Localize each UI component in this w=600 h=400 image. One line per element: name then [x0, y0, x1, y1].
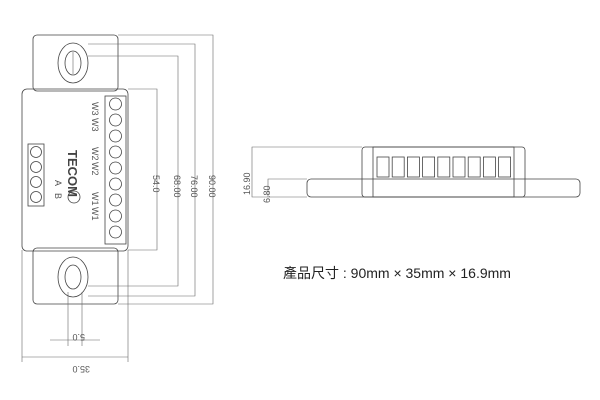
product-dimensions-caption: 產品尺寸 : 90mm × 35mm × 16.9mm [283, 265, 511, 281]
side-dimensions: 16.90 6.80 [242, 146, 362, 203]
bottom-mounting-hole [57, 256, 89, 298]
side-body [361, 146, 526, 198]
svg-text:W3: W3 [90, 118, 100, 132]
side-view: 16.90 6.80 [242, 146, 581, 203]
terminal-screw [109, 225, 122, 239]
terminal-screw [109, 129, 122, 143]
terminal-screw [109, 177, 122, 191]
top-mounting-tab [32, 34, 119, 92]
side-terminal [437, 156, 451, 178]
svg-text:A: A [53, 180, 63, 186]
svg-text:W2: W2 [90, 147, 100, 161]
svg-text:35.0: 35.0 [72, 364, 90, 374]
terminal-screw [109, 161, 122, 175]
svg-text:W1: W1 [90, 207, 100, 221]
terminal-block-side [27, 143, 45, 207]
terminal-screw [109, 113, 122, 127]
front-view: W3 W3 W2 W2 W1 W1 A B TECOM 54.0 68.00 7… [21, 34, 217, 374]
terminal-labels: W3 W3 W2 W2 W1 W1 A B [53, 102, 100, 221]
side-terminal [467, 156, 481, 178]
terminal-block-main [104, 95, 127, 245]
svg-text:W2: W2 [90, 162, 100, 176]
bottom-mounting-tab [32, 247, 119, 305]
side-terminal [498, 156, 512, 178]
side-terminal [391, 156, 405, 178]
side-terminal [452, 156, 466, 178]
side-terminal [376, 156, 390, 178]
svg-text:90.00: 90.00 [207, 175, 217, 198]
svg-text:W1: W1 [90, 192, 100, 206]
terminal-screw [30, 191, 42, 203]
svg-text:B: B [53, 193, 63, 199]
terminal-screw [30, 176, 42, 188]
svg-text:68.00: 68.00 [172, 175, 182, 198]
tecom-logo-icon [67, 190, 81, 204]
terminal-screw [109, 97, 122, 111]
side-terminal [406, 156, 420, 178]
side-base [306, 178, 581, 198]
terminal-screw [30, 161, 42, 173]
svg-text:6.80: 6.80 [262, 185, 272, 203]
terminal-screw [109, 193, 122, 207]
side-terminal [422, 156, 436, 178]
front-dimensions: 54.0 68.00 76.00 90.00 5.0 35.0 [21, 34, 217, 374]
brand-logo: TECOM [65, 150, 80, 197]
svg-text:76.00: 76.00 [189, 175, 199, 198]
svg-text:54.0: 54.0 [151, 175, 161, 193]
top-mounting-hole [57, 42, 89, 84]
svg-text:5.0: 5.0 [72, 332, 85, 342]
terminal-screw [109, 209, 122, 223]
svg-text:16.90: 16.90 [242, 172, 252, 195]
module-body [21, 88, 129, 252]
svg-text:W3: W3 [90, 102, 100, 116]
terminal-screw [30, 146, 42, 158]
terminal-screw [109, 145, 122, 159]
side-terminal [482, 156, 496, 178]
